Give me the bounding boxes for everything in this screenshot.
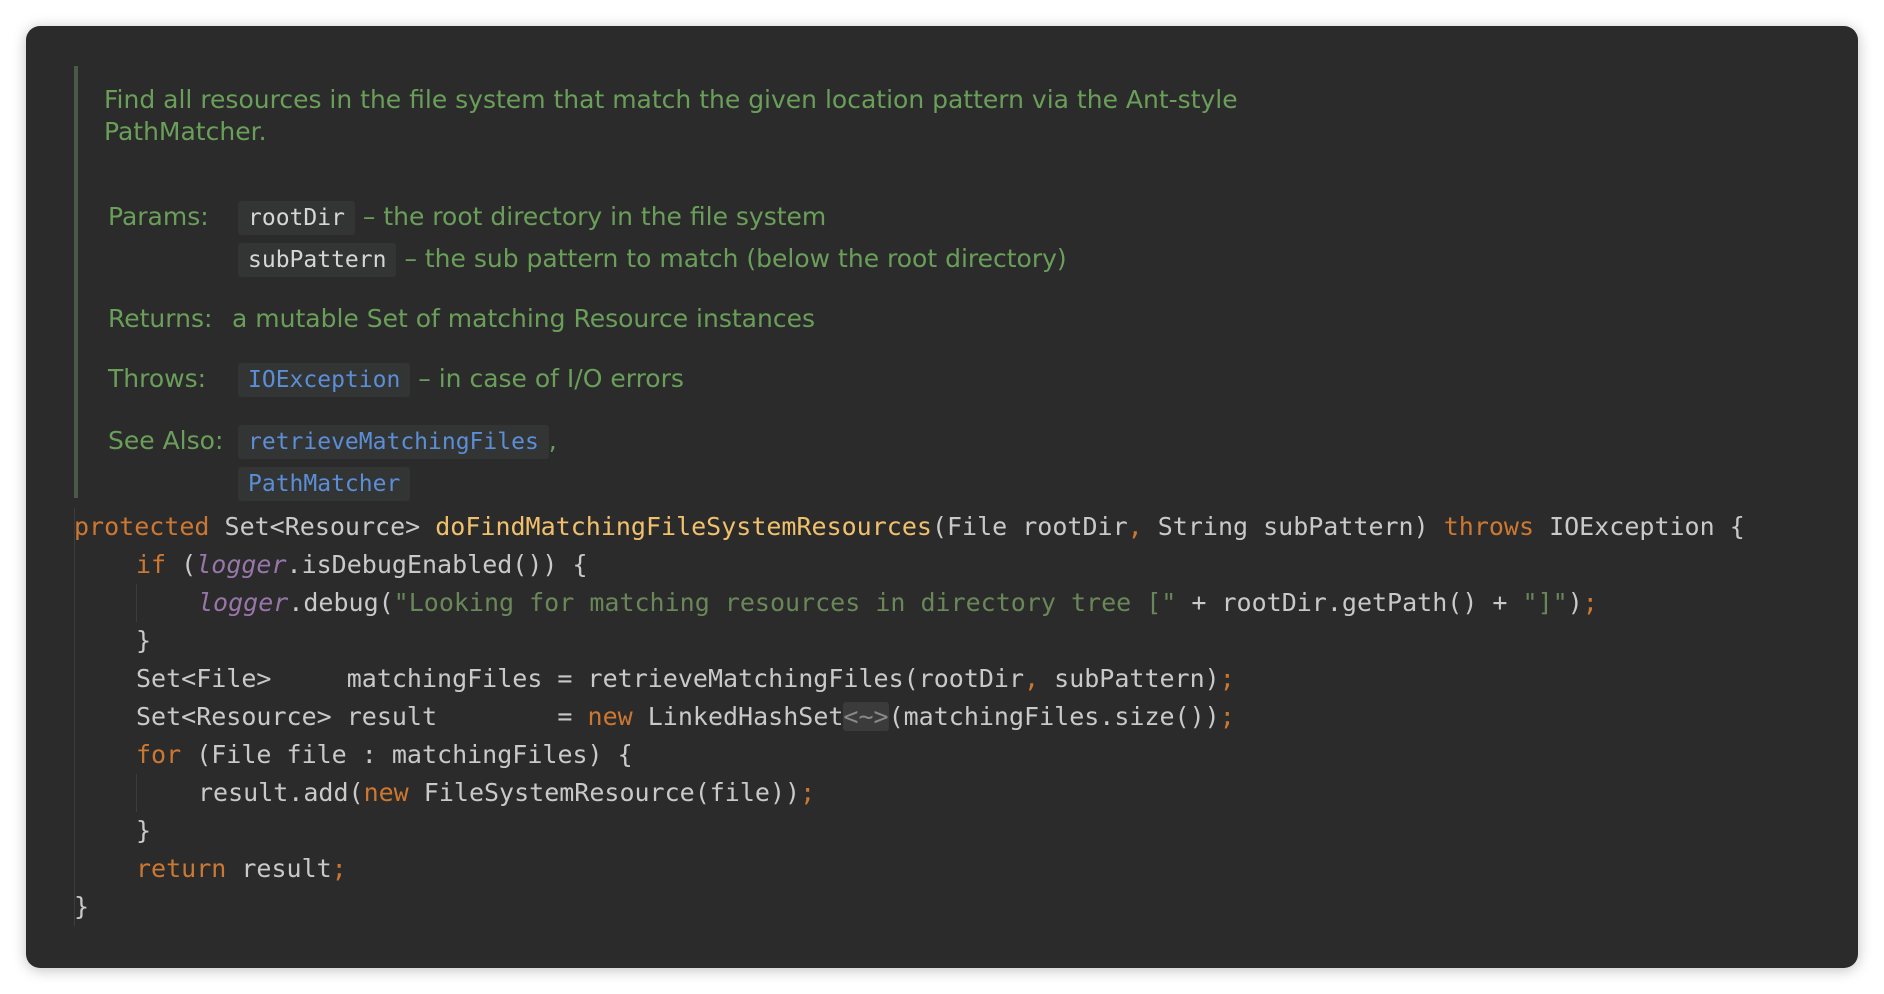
code-line-2: if (logger.isDebugEnabled()) { [74,546,1745,584]
string-literal-2: "]" [1522,588,1568,617]
throws-type: IOException { [1534,512,1745,541]
is-debug-call: .isDebugEnabled()) { [286,550,588,579]
linked-hash-set: LinkedHashSet [632,702,844,731]
code-line-6: Set<Resource> result = new LinkedHashSet… [74,698,1745,736]
size-arg: (matchingFiles.size()) [888,702,1220,731]
see-also-label: See Also: [108,426,224,455]
params-label: Params: [108,202,209,231]
see-also-retrievematchingfiles-link[interactable]: retrieveMatchingFiles [238,425,549,459]
param-desc-rootdir: – the root directory in the file system [362,202,827,231]
code-line-10: return result; [74,850,1745,888]
keyword-new: new [587,702,633,731]
semicolon: ; [1219,664,1235,693]
sub-pattern-arg: subPattern) [1039,664,1220,693]
returns-label: Returns: [108,304,213,333]
param-name-rootdir: rootDir [238,201,355,235]
indent-guide-for [136,774,137,812]
return-type: Set<Resource> [209,512,436,541]
return-value: result [226,854,332,883]
javadoc-rendered-block: Find all resources in the file system th… [74,66,1378,501]
keyword-for: for [136,740,182,769]
file-system-resource: FileSystemResource(file)) [408,778,801,807]
throws-desc: – in case of I/O errors [418,364,684,393]
semicolon: ; [1219,702,1235,731]
comma: , [1024,664,1040,693]
code-line-4: } [74,622,1745,660]
javadoc-description: Find all resources in the file system th… [104,84,1304,148]
logger-field: logger [196,550,287,579]
throws-label: Throws: [108,364,207,393]
logger-field: logger [198,588,289,617]
result-decl: Set<Resource> result = [136,702,588,731]
param-name-subpattern: subPattern [238,243,397,277]
keyword-return: return [136,854,227,883]
param-desc-subpattern: – the sub pattern to match (below the ro… [404,244,1067,273]
see-also-pathmatcher-link[interactable]: PathMatcher [238,467,411,501]
code-line-7: for (File file : matchingFiles) { [74,736,1745,774]
close-brace: } [136,626,152,655]
close-brace: } [136,816,152,845]
keyword-protected: protected [74,512,210,541]
code-line-1: protected Set<Resource> doFindMatchingFi… [74,508,1745,546]
result-add-call: result.add( [198,778,364,807]
javadoc-description-line-2: PathMatcher. [104,117,267,146]
code-line-9: } [74,812,1745,850]
code-editor-panel: Find all resources in the file system th… [26,26,1858,968]
javadoc-description-line-1: Find all resources in the file system th… [104,85,1238,114]
see-also-separator: , [548,426,557,455]
code-line-8: result.add(new FileSystemResource(file))… [74,774,1745,812]
throws-ioexception-link[interactable]: IOException [238,363,411,397]
returns-text: a mutable Set of matching Resource insta… [232,304,815,333]
semicolon: ; [800,778,816,807]
params-part-2: String subPattern) [1142,512,1444,541]
code-line-5: Set<File> matchingFiles = retrieveMatchi… [74,660,1745,698]
debug-call: .debug( [288,588,394,617]
method-name: doFindMatchingFileSystemResources [435,512,932,541]
semicolon: ; [331,854,347,883]
indent-guide-if [136,584,137,622]
concat-expr: + rootDir.getPath() + [1176,588,1523,617]
string-literal-1: "Looking for matching resources in direc… [393,588,1177,617]
keyword-new: new [363,778,409,807]
paren: ( [166,550,197,579]
matching-files-decl: Set<File> matchingFiles = retrieveMatchi… [136,664,1025,693]
close-brace: } [74,892,90,921]
keyword-throws: throws [1443,512,1535,541]
diamond-fold-hint[interactable]: <~> [843,702,889,731]
code-block: protected Set<Resource> doFindMatchingFi… [74,508,1745,926]
keyword-if: if [136,550,167,579]
code-line-3: logger.debug("Looking for matching resou… [74,584,1745,622]
params-part-1: (File rootDir [931,512,1128,541]
close-paren: ) [1567,588,1583,617]
comma: , [1127,512,1143,541]
semicolon: ; [1582,588,1598,617]
indent-guide-method [74,508,75,926]
for-header: (File file : matchingFiles) { [181,740,633,769]
code-line-11: } [74,888,1745,926]
